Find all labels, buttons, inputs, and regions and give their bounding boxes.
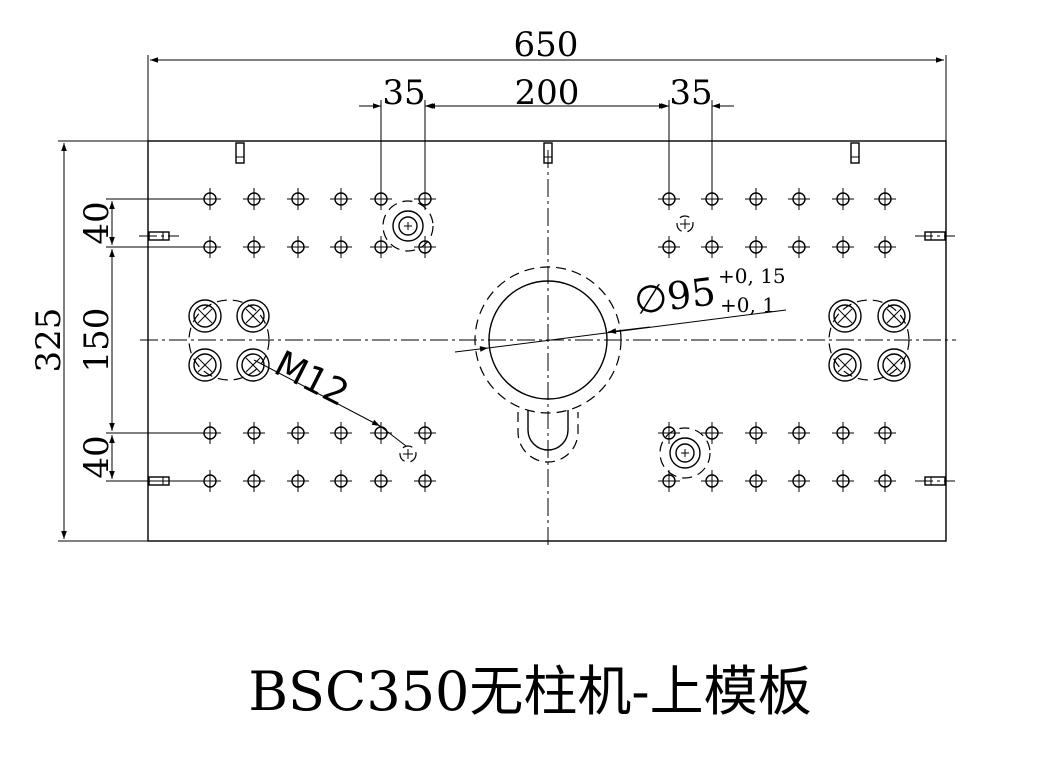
mounting-hole [414,188,436,210]
side-pin [139,231,179,241]
guide-pin [543,142,553,164]
mounting-hole [330,236,352,258]
mounting-hole [243,422,265,444]
mounting-hole [788,236,810,258]
mounting-hole [832,422,854,444]
dim-overall-width: 650 [514,25,579,65]
mounting-hole [199,236,221,258]
mounting-hole [370,236,392,258]
clamp-hole [828,299,862,333]
mounting-hole [414,422,436,444]
bore-diameter-label: ∅95 [632,269,718,323]
thread-callout: M12 [253,343,407,447]
clamp-hole [188,299,222,333]
mounting-hole [874,188,896,210]
mounting-hole [874,236,896,258]
guide-pin [850,142,860,164]
mounting-hole [330,188,352,210]
mounting-hole [287,188,309,210]
mounting-hole [287,236,309,258]
mounting-hole [832,236,854,258]
mounting-hole [874,470,896,492]
dim-right-pitch: 35 [669,73,712,113]
mounting-hole [243,470,265,492]
side-pin [915,231,955,241]
clamp-hole [188,348,222,382]
bore-lower-tolerance: +0, 1 [720,293,775,317]
clamp-hole [877,299,911,333]
mounting-hole [701,422,723,444]
mounting-hole [788,188,810,210]
mounting-hole [414,236,436,258]
mounting-hole [199,422,221,444]
dim-row-gap-bottom: 40 [77,435,117,478]
small-pin-mark [676,215,694,233]
mounting-hole [243,188,265,210]
mounting-hole [745,236,767,258]
mounting-hole [701,188,723,210]
mounting-hole [658,236,680,258]
plate-outline [147,140,947,542]
drawing-title: BSC350无柱机-上模板 [248,660,811,723]
mounting-hole [199,188,221,210]
dim-center-gap: 150 [77,308,117,373]
mounting-hole [832,188,854,210]
extension-lines [58,55,947,542]
mounting-hole [832,470,854,492]
clamp-pattern-ring [188,299,270,381]
plate-features [139,142,955,492]
mounting-hole [287,422,309,444]
mounting-hole [287,470,309,492]
mounting-hole [788,470,810,492]
dim-row-gap-top: 40 [77,201,117,244]
mounting-hole [414,470,436,492]
dim-overall-height: 325 [29,308,69,373]
mounting-hole [330,470,352,492]
mounting-hole [243,236,265,258]
clamp-hole [828,348,862,382]
guide-pin [235,142,245,164]
clamp-hole [236,299,270,333]
mounting-hole [701,236,723,258]
mounting-hole [745,422,767,444]
bore-upper-tolerance: +0, 15 [718,264,786,288]
mounting-hole [658,470,680,492]
side-pin [139,476,179,486]
mounting-hole [370,188,392,210]
mounting-hole [745,188,767,210]
mounting-hole [658,422,680,444]
mounting-hole [788,422,810,444]
dim-center-span: 200 [515,73,580,113]
dimension-lines [61,57,944,539]
locating-hole [382,200,434,252]
side-pin [915,476,955,486]
mounting-hole [330,422,352,444]
dim-left-pitch: 35 [382,73,425,113]
locating-hole [659,427,711,479]
mounting-hole [370,470,392,492]
center-bore [454,266,787,463]
small-pin-mark [399,445,417,463]
mounting-hole [658,188,680,210]
clamp-pattern-ring [828,299,910,381]
thread-callout-label: M12 [268,343,355,414]
clamp-hole [877,348,911,382]
mounting-hole [199,470,221,492]
mounting-hole [701,470,723,492]
center-lines [140,150,956,548]
mounting-hole [874,422,896,444]
mounting-hole [745,470,767,492]
